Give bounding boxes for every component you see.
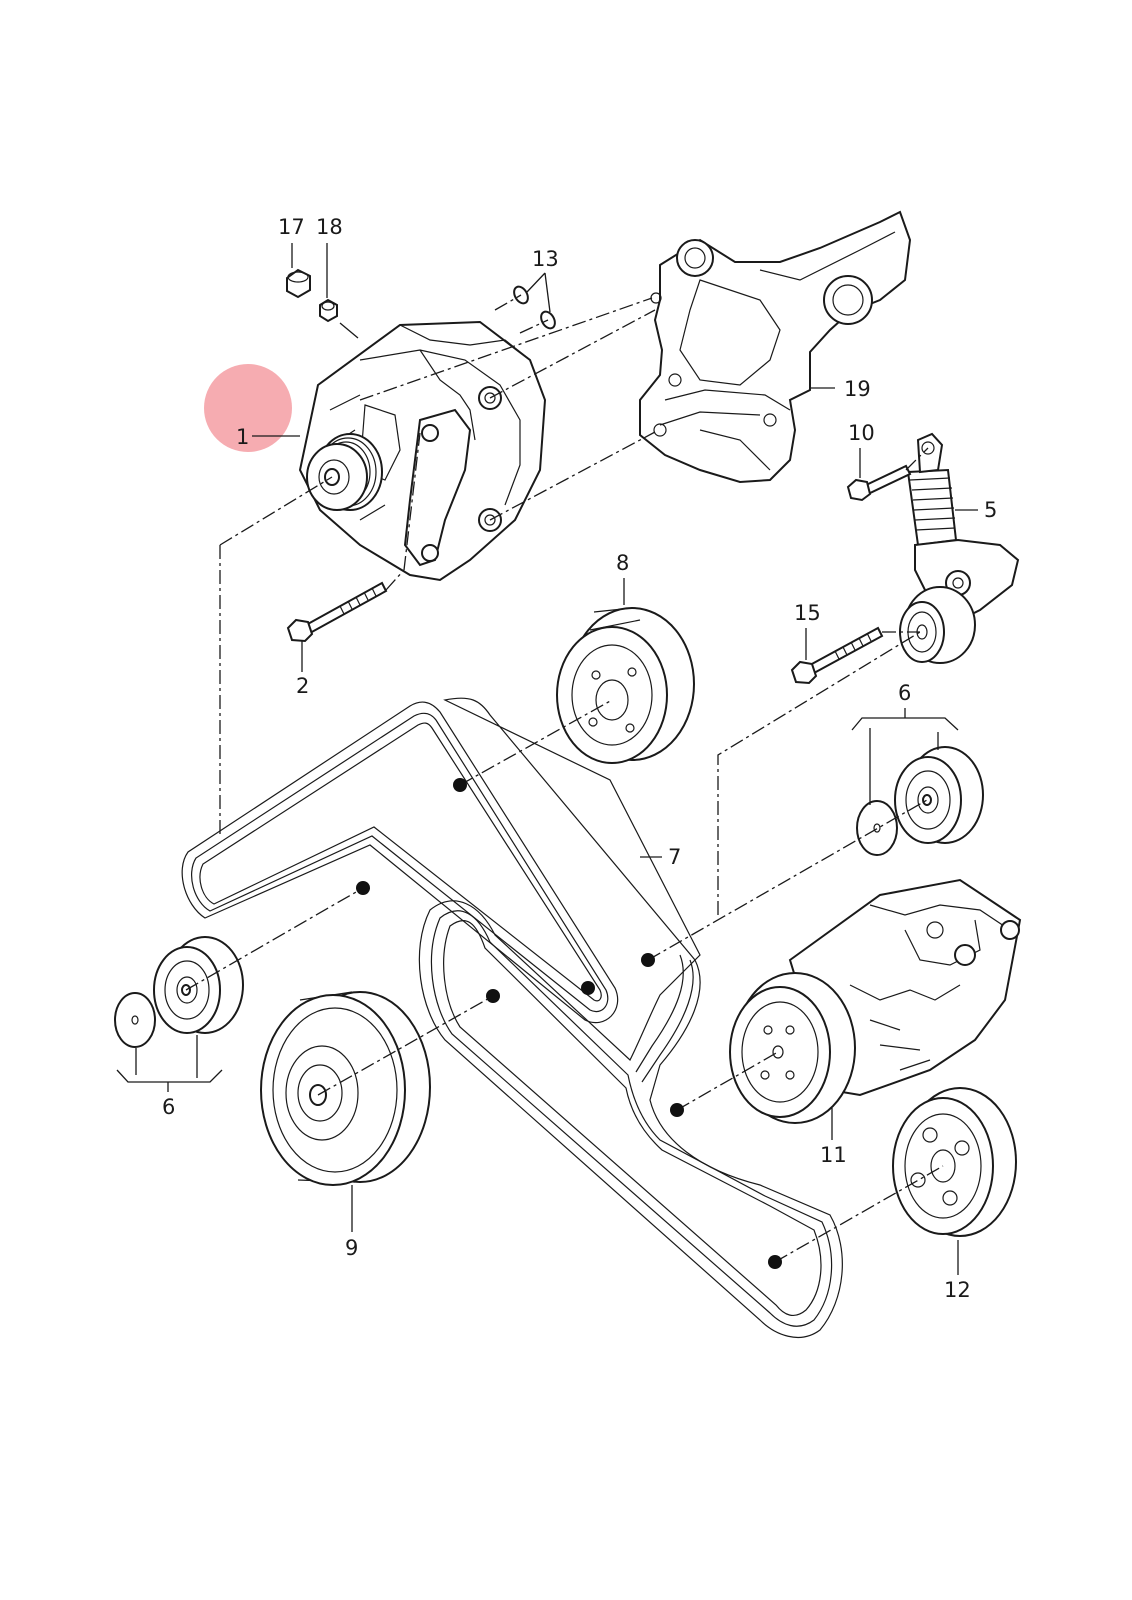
nut-18[interactable] (319, 298, 338, 323)
o-rings-13[interactable] (511, 284, 557, 331)
cap-nut-17[interactable] (286, 268, 311, 299)
centerline-damper (317, 995, 494, 1096)
callout-10: 10 (848, 421, 875, 445)
belt-dot (641, 953, 655, 967)
belt-dot (486, 989, 500, 1003)
ribbed-belt-7-main[interactable] (418, 697, 843, 1339)
pulley-12[interactable] (892, 1087, 1017, 1237)
centerline-bolt10 (905, 447, 929, 471)
centerline-compressor (676, 1051, 779, 1111)
callout-2: 2 (296, 674, 309, 698)
centerline-bolt2-b (385, 569, 405, 591)
dust-cap-6-right[interactable] (856, 800, 898, 856)
centerline-alternator-bracket-3 (489, 431, 656, 521)
centerline-tensioner (717, 631, 921, 915)
centerline-ring-2 (519, 319, 549, 334)
bolt-15[interactable] (790, 626, 884, 685)
centerline-alternator-pulley (219, 476, 333, 546)
vibration-damper-9[interactable] (260, 991, 431, 1186)
callout-12: 12 (944, 1278, 971, 1302)
centerline-pulley8 (459, 699, 613, 786)
alternator-pulley (306, 433, 383, 511)
belt-dot (453, 778, 467, 792)
tensioner[interactable] (899, 432, 1020, 664)
compressor-pulley (729, 972, 856, 1124)
belt-dot (670, 1103, 684, 1117)
bolt-10[interactable] (846, 464, 912, 502)
leader-6a (851, 708, 959, 805)
ribbed-belt-7-small[interactable] (181, 701, 619, 1024)
leader-18 (326, 243, 359, 339)
alternator[interactable] (298, 320, 547, 582)
centerline-ring-1 (494, 294, 522, 311)
callout-11: 11 (820, 1143, 847, 1167)
pulley-8[interactable] (556, 607, 695, 764)
callout-13: 13 (532, 247, 559, 271)
mounting-bracket[interactable] (639, 210, 912, 484)
centerline-idler-left (185, 887, 364, 991)
leader-6b (116, 1035, 223, 1092)
callout-8: 8 (616, 551, 629, 575)
dust-cap-6-left[interactable] (114, 992, 156, 1048)
centerline-idler-right (647, 799, 928, 961)
tensioner-pulley (899, 586, 976, 664)
centerline-bolt2 (403, 432, 421, 571)
centerline-pulley12 (774, 1165, 944, 1263)
ac-compressor[interactable] (729, 878, 1022, 1124)
idler-pulley-6-right[interactable] (894, 746, 984, 844)
leader-13 (526, 272, 551, 313)
callout-6b: 6 (162, 1095, 175, 1119)
belt-dot (768, 1255, 782, 1269)
idler-pulley-6-left[interactable] (153, 936, 244, 1034)
bolt-2[interactable] (286, 581, 388, 643)
belt-dot (356, 881, 370, 895)
callout-17: 17 (278, 215, 305, 239)
callout-9: 9 (345, 1236, 358, 1260)
highlight-marker[interactable] (204, 364, 292, 452)
callout-7: 7 (668, 845, 681, 869)
centerline-alternator-bracket-2 (489, 309, 656, 399)
centerline-alternator-bracket-1 (359, 297, 653, 401)
callout-18: 18 (316, 215, 343, 239)
callout-1: 1 (236, 425, 249, 449)
callout-15: 15 (794, 601, 821, 625)
callout-5: 5 (984, 498, 997, 522)
callout-19: 19 (844, 377, 871, 401)
belt-dot (581, 981, 595, 995)
callout-6a: 6 (898, 681, 911, 705)
